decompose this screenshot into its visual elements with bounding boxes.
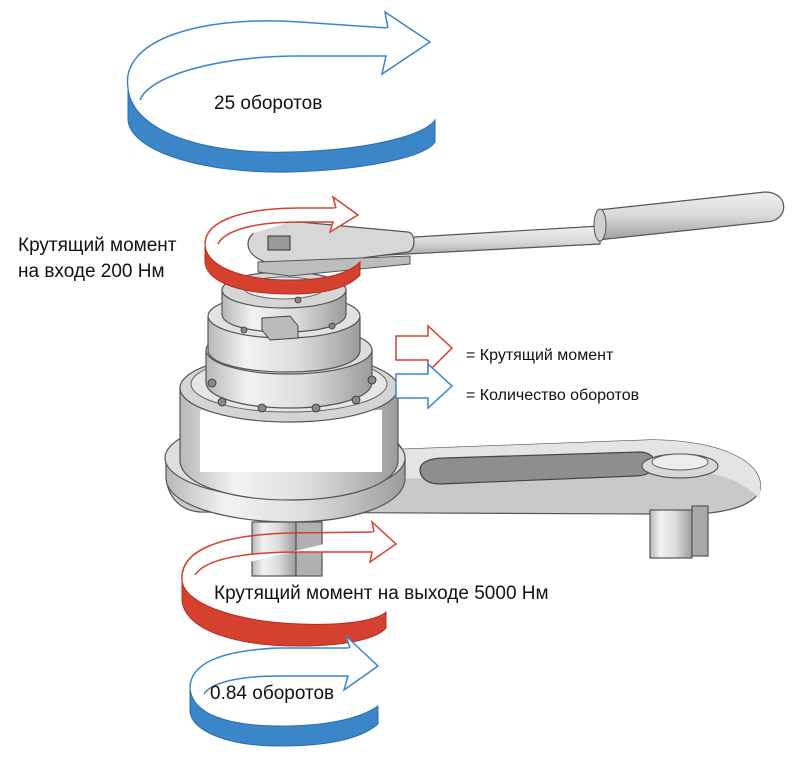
bottom-rotations-label: 0.84 оборотов	[210, 683, 335, 704]
red-outline-arrow-icon	[395, 324, 454, 374]
top-rotations-label: 25 оборотов	[214, 93, 323, 114]
legend-rotations-text: = Количество оборотов	[466, 387, 640, 404]
input-wrench	[247, 191, 785, 277]
legend-torque-text: = Крутящий момент	[466, 347, 614, 364]
input-torque-label-line2: на входе 200 Нм	[18, 261, 165, 282]
bottom-rotations-arrow	[189, 635, 380, 747]
input-torque-label-line1: Крутящий момент	[18, 235, 177, 256]
top-rotations-arrow	[126, 10, 436, 173]
gearbox-body	[164, 271, 406, 523]
input-torque-arrow	[204, 195, 361, 295]
output-torque-label: Крутящий момент на выходе 5000 Нм	[214, 583, 549, 604]
blue-outline-arrow-icon	[395, 362, 454, 410]
output-torque-arrow	[181, 519, 398, 647]
